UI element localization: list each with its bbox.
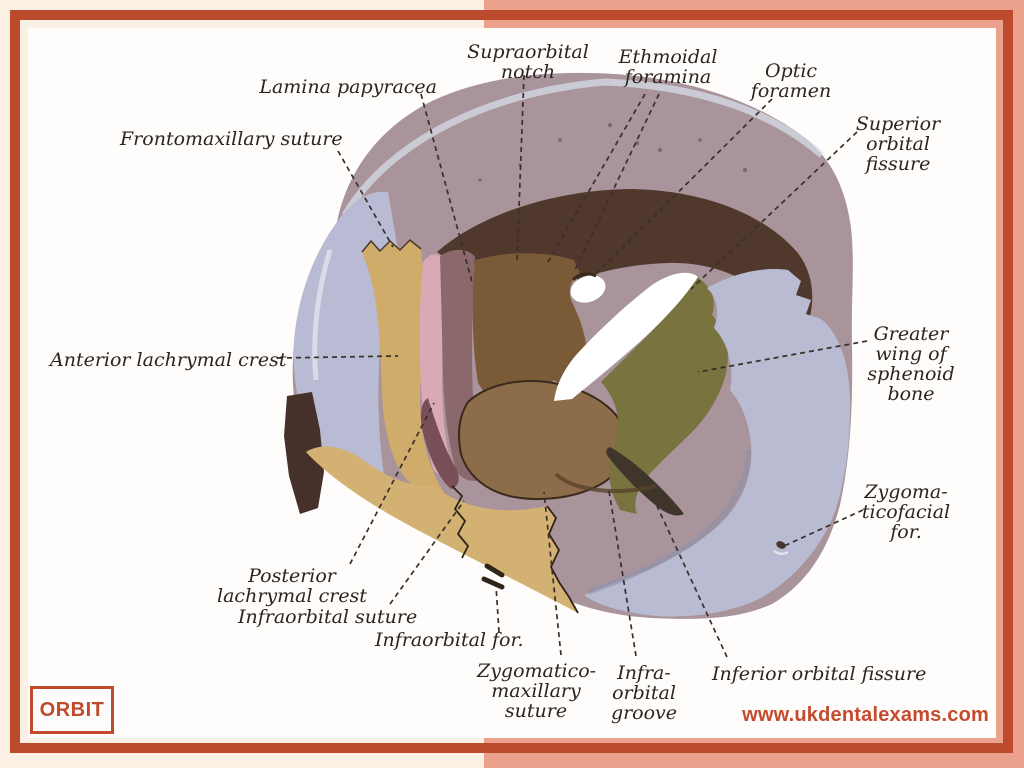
- label-supraorbital-notch: Supraorbital notch: [467, 41, 589, 83]
- zygomaticomaxillary-suture-line: [546, 505, 579, 614]
- left-dark-notch-shape: [284, 392, 324, 514]
- label-optic-foramen: Optic foramen: [750, 60, 832, 102]
- infraorbital-groove-shape: [554, 472, 657, 494]
- ethmoid-lamina-shape: [472, 253, 588, 396]
- label-infraorbital-groove: Infra- orbital groove: [610, 662, 678, 724]
- label-infraorbital-foramen: Infraorbital for.: [375, 629, 524, 651]
- orbital-roof-shadow-shape: [437, 189, 813, 343]
- outer-frame: [10, 10, 1013, 753]
- nasolacrimal-groove-shape: [420, 398, 459, 489]
- label-inferior-orbital-fissure: Inferior orbital fissure: [712, 663, 927, 685]
- leader-lines-group: [277, 74, 868, 658]
- label-superior-orbital-fissure: Superior orbital fissure: [855, 113, 941, 175]
- label-anterior-lachrymal-crest: Anterior lachrymal crest: [50, 349, 287, 371]
- site-watermark: www.ukdentalexams.com: [742, 704, 989, 726]
- zygomaticofacial-foramen-shape: [776, 541, 786, 549]
- infraorbital-foramen-shape: [481, 563, 505, 590]
- maxilla-bump-shape: [458, 380, 628, 501]
- infraorbital-suture-line: [451, 485, 470, 559]
- optic-foramen-shape: [570, 275, 606, 303]
- superior-orbital-fissure-shape: [554, 272, 698, 401]
- label-frontomaxillary-suture: Frontomaxillary suture: [120, 128, 343, 150]
- label-ethmoidal-foramina: Ethmoidal foramina: [618, 46, 718, 88]
- inferior-orbital-fissure-shape: [606, 447, 684, 516]
- bones-group: [284, 72, 853, 619]
- orbital-floor-shape: [306, 446, 578, 613]
- label-greater-wing-sphenoid: Greater wing of sphenoid bone: [867, 323, 955, 405]
- maxilla-strip-shape: [362, 240, 445, 495]
- label-infraorbital-suture: Infraorbital suture: [238, 606, 418, 628]
- orbit-badge: ORBIT: [30, 686, 114, 734]
- sphenoid-wing-shape: [601, 276, 728, 514]
- label-posterior-lachrymal-crest: Posterior lachrymal crest: [217, 565, 367, 607]
- label-zygomaticomaxillary-suture: Zygomatico- maxillary suture: [477, 660, 597, 722]
- label-zygomaticofacial-foramen: Zygoma- ticofacial for.: [861, 481, 951, 543]
- label-lamina-papyracea: Lamina papyracea: [259, 76, 437, 98]
